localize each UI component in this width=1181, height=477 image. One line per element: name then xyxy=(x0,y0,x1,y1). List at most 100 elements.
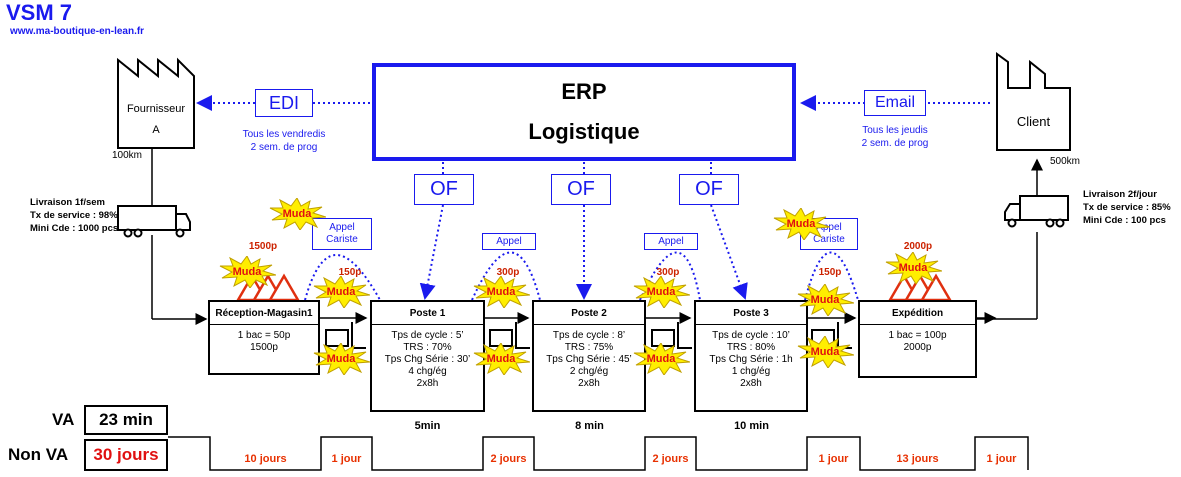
email-note: Tous les jeudis 2 sem. de prog xyxy=(838,124,952,150)
muda-burst-icon: Muda xyxy=(472,275,531,309)
process-line: 2x8h xyxy=(578,378,600,389)
email-note-line1: Tous les jeudis xyxy=(862,125,928,136)
process-poste-2: Poste 2 Tps de cycle : 8’ TRS : 75% Tps … xyxy=(532,300,646,412)
va-label: VA xyxy=(52,410,75,429)
muda-burst-icon: Muda xyxy=(312,342,371,376)
muda-label: Muda xyxy=(898,262,928,274)
nva-label: Non VA xyxy=(8,445,69,464)
process-line: 1 bac = 100p xyxy=(888,330,947,341)
of-box-1: OF xyxy=(414,174,474,205)
muda-label: Muda xyxy=(282,208,312,220)
wait-time-7: 1 jour xyxy=(986,453,1017,465)
edi-note-line2: 2 sem. de prog xyxy=(250,142,318,153)
supplier-factory-icon xyxy=(117,57,195,149)
supplier-distance: 100km xyxy=(112,150,143,161)
client-factory-icon xyxy=(996,52,1071,151)
muda-label: Muda xyxy=(810,294,840,306)
process-line: Tps Chg Série : 30’ xyxy=(384,354,471,365)
supplier-sub: A xyxy=(152,124,160,136)
process-line: Tps Chg Série : 45’ xyxy=(546,354,632,365)
process-line: 1 bac = 50p xyxy=(237,330,291,341)
muda-label: Muda xyxy=(326,286,356,298)
nva-value: 30 jours xyxy=(84,439,168,471)
process-info: Tps de cycle : 8’ TRS : 75% Tps Chg Séri… xyxy=(534,325,644,390)
process-line: 2 chg/ég xyxy=(569,366,609,377)
process-name: Réception-Magasin1 xyxy=(210,302,318,325)
edi-note: Tous les vendredis 2 sem. de prog xyxy=(225,128,343,154)
wait-time-2: 1 jour xyxy=(331,453,362,465)
process-line: Tps de cycle : 10’ xyxy=(712,330,790,341)
process-line: Tps de cycle : 5’ xyxy=(391,330,464,341)
process-line: Tps de cycle : 8’ xyxy=(552,330,626,341)
process-info: Tps de cycle : 5’ TRS : 70% Tps Chg Séri… xyxy=(372,325,483,390)
stock-expedition-icon xyxy=(887,273,953,302)
supplier-delivery-line1: Livraison 1f/sem xyxy=(30,197,105,208)
erp-subtitle: Logistique xyxy=(528,119,640,144)
edi-note-line1: Tous les vendredis xyxy=(242,129,326,140)
muda-label: Muda xyxy=(486,286,516,298)
signal-appel-cariste-1: Appel Cariste xyxy=(312,218,372,250)
muda-burst-icon: Muda xyxy=(772,207,831,241)
website-link[interactable]: www.ma-boutique-en-lean.fr xyxy=(10,26,145,37)
process-line: TRS : 75% xyxy=(564,342,614,353)
erp-title: ERP xyxy=(561,79,607,104)
timeline-line xyxy=(168,436,1029,471)
client-distance: 500km xyxy=(1050,156,1081,167)
process-line: 1500p xyxy=(250,342,278,353)
process-line: TRS : 70% xyxy=(403,342,452,353)
signal-appel-2: Appel xyxy=(644,233,698,250)
process-poste-3: Poste 3 Tps de cycle : 10’ TRS : 80% Tps… xyxy=(694,300,808,412)
process-name: Poste 3 xyxy=(696,302,806,325)
va-value: 23 min xyxy=(84,405,168,435)
signal-appel-label: Appel xyxy=(329,222,355,233)
wait-time-3: 2 jours xyxy=(490,453,527,465)
supplier-delivery-line2: Tx de service : 98% xyxy=(30,210,118,221)
process-name: Expédition xyxy=(860,302,975,325)
signal-cariste-label: Cariste xyxy=(813,234,845,245)
of-box-3: OF xyxy=(679,174,739,205)
muda-burst-icon: Muda xyxy=(632,275,691,309)
process-line: 2x8h xyxy=(740,378,762,389)
muda-burst-icon: Muda xyxy=(796,335,855,369)
process-name: Poste 1 xyxy=(372,302,483,325)
page-title: VSM 7 xyxy=(6,0,73,25)
email-note-line2: 2 sem. de prog xyxy=(861,138,929,149)
process-line: TRS : 80% xyxy=(726,342,776,353)
process-line: 4 chg/ég xyxy=(408,366,447,377)
process-time-3: 10 min xyxy=(734,420,769,432)
process-poste-1: Poste 1 Tps de cycle : 5’ TRS : 70% Tps … xyxy=(370,300,485,412)
muda-label: Muda xyxy=(810,346,840,358)
muda-burst-icon: Muda xyxy=(472,342,531,376)
wait-time-5: 1 jour xyxy=(818,453,849,465)
of-box-2: OF xyxy=(551,174,611,205)
muda-label: Muda xyxy=(646,353,676,365)
process-info: 1 bac = 100p 2000p xyxy=(860,325,975,354)
material-flow-lines xyxy=(151,148,1043,325)
muda-burst-icon: Muda xyxy=(312,275,371,309)
muda-label: Muda xyxy=(326,353,356,365)
process-time-2: 8 min xyxy=(575,420,604,432)
wait-time-6: 13 jours xyxy=(896,453,939,465)
stock-2-label: 300p xyxy=(496,267,520,278)
supplier-truck-icon xyxy=(117,205,191,238)
client-name: Client xyxy=(1016,114,1051,129)
stock-1-label: 150p xyxy=(338,267,362,278)
muda-burst-icon: Muda xyxy=(632,342,691,376)
stock-reception-label: 1500p xyxy=(248,241,278,252)
signal-appel-1: Appel xyxy=(482,233,536,250)
stock-expedition-label: 2000p xyxy=(903,241,933,252)
muda-label: Muda xyxy=(786,218,816,230)
muda-burst-icon: Muda xyxy=(796,283,855,317)
muda-burst-icon: Muda xyxy=(268,197,327,231)
process-line: 2x8h xyxy=(416,378,439,389)
client-truck-icon xyxy=(1004,195,1069,228)
email-box: Email xyxy=(864,90,926,116)
process-expedition: Expédition 1 bac = 100p 2000p xyxy=(858,300,977,378)
supplier-delivery-info: Livraison 1f/sem Tx de service : 98% Min… xyxy=(30,196,118,235)
muda-label: Muda xyxy=(486,353,516,365)
process-line: Tps Chg Série : 1h xyxy=(709,354,793,365)
edi-box: EDI xyxy=(255,89,313,117)
process-info: Tps de cycle : 10’ TRS : 80% Tps Chg Sér… xyxy=(696,325,806,390)
muda-label: Muda xyxy=(646,286,676,298)
client-delivery-line2: Tx de service : 85% xyxy=(1083,202,1171,213)
